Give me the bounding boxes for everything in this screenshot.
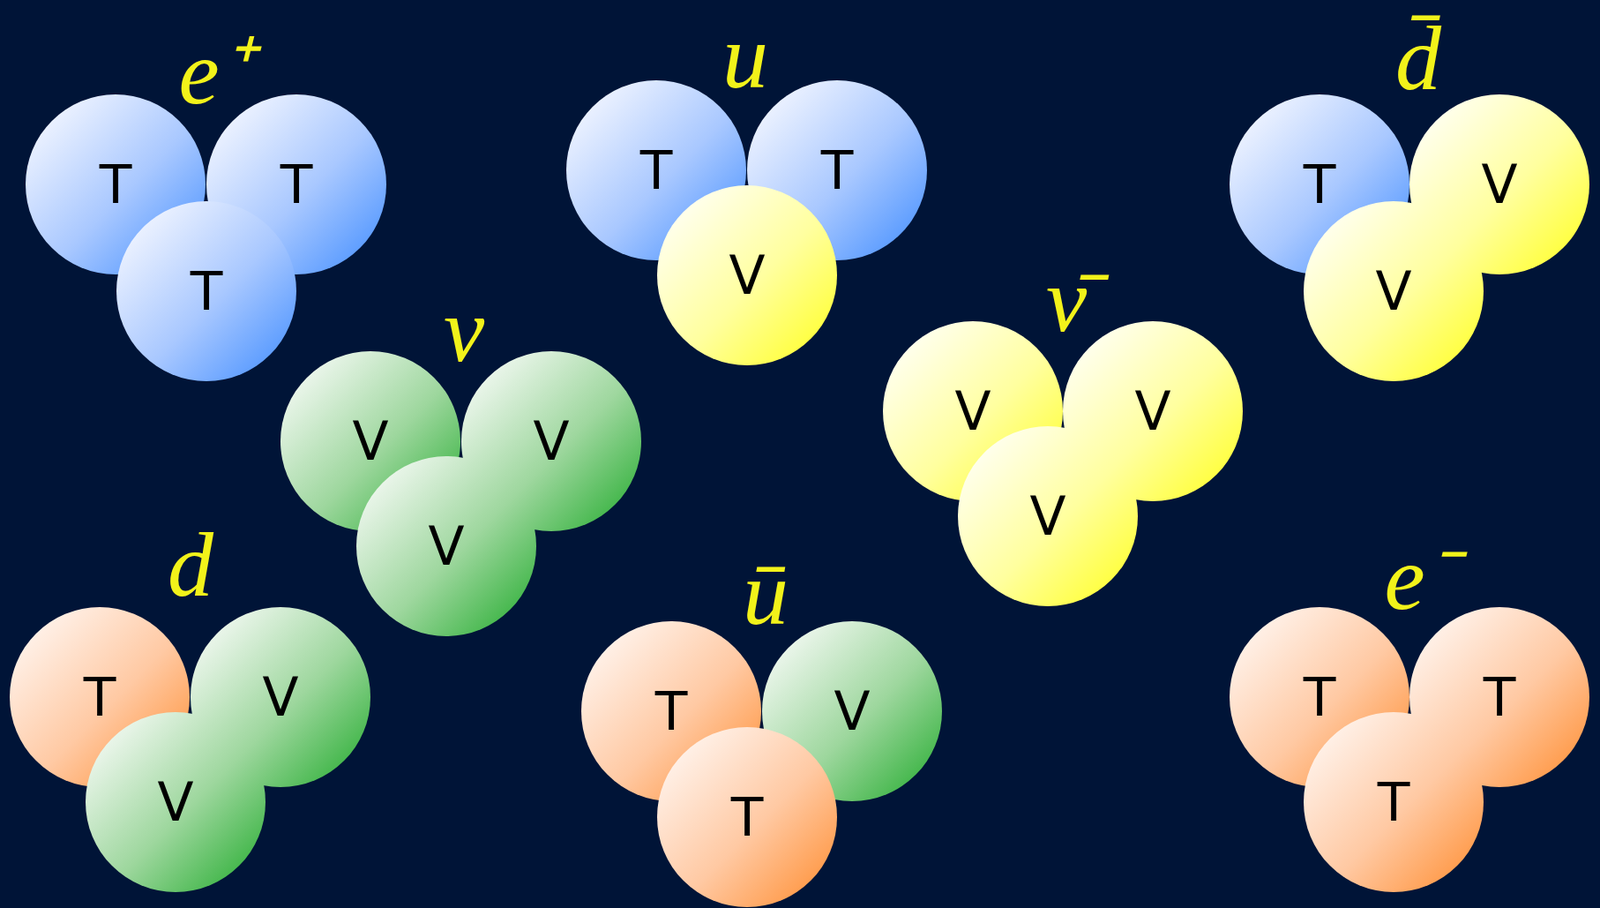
preon-circle: T [116, 201, 297, 382]
preon-letter: V [728, 248, 765, 302]
preon-letter: T [99, 157, 133, 211]
particle-label: ν̄ [1046, 254, 1087, 346]
particle-label: d [167, 518, 214, 611]
preon-letter: V [1375, 264, 1412, 318]
particle-label: ū [742, 546, 789, 639]
preon-letter: T [1303, 670, 1337, 724]
preon-letter: T [1483, 670, 1517, 724]
preon-letter: T [83, 670, 117, 724]
preon-circle: V [1303, 201, 1484, 382]
preon-letter: V [1029, 489, 1066, 543]
preon-letter: V [532, 414, 569, 468]
preon-circle: T [1303, 711, 1484, 892]
preon-letter: T [1377, 775, 1411, 829]
preon-letter: T [731, 790, 764, 844]
preon-letter: T [655, 684, 688, 738]
particle-label: ν [443, 284, 485, 376]
preon-letter: T [190, 264, 224, 318]
preon-letter: V [833, 684, 870, 738]
preon-circle: V [657, 185, 838, 366]
preon-circle: V [356, 456, 537, 636]
preon-letter: V [261, 670, 299, 724]
preon-letter: V [1134, 384, 1171, 438]
particle-label: e⁻ [1383, 531, 1456, 624]
preon-letter: V [427, 519, 464, 573]
preon-letter: T [280, 157, 314, 211]
particle-label: u [722, 10, 769, 103]
preon-circle: V [85, 711, 266, 892]
preon-letter: T [640, 143, 673, 197]
preon-letter: T [821, 143, 854, 197]
preon-circle: V [957, 426, 1138, 606]
preon-letter: V [1480, 157, 1518, 211]
particle-label: e⁺ [178, 26, 250, 119]
preon-letter: V [954, 384, 991, 438]
particle-label: d̄ [1395, 12, 1442, 105]
preon-circle: T [657, 726, 838, 907]
preon-letter: T [1303, 157, 1337, 211]
preon-letter: V [351, 414, 389, 468]
preon-letter: V [157, 775, 194, 829]
